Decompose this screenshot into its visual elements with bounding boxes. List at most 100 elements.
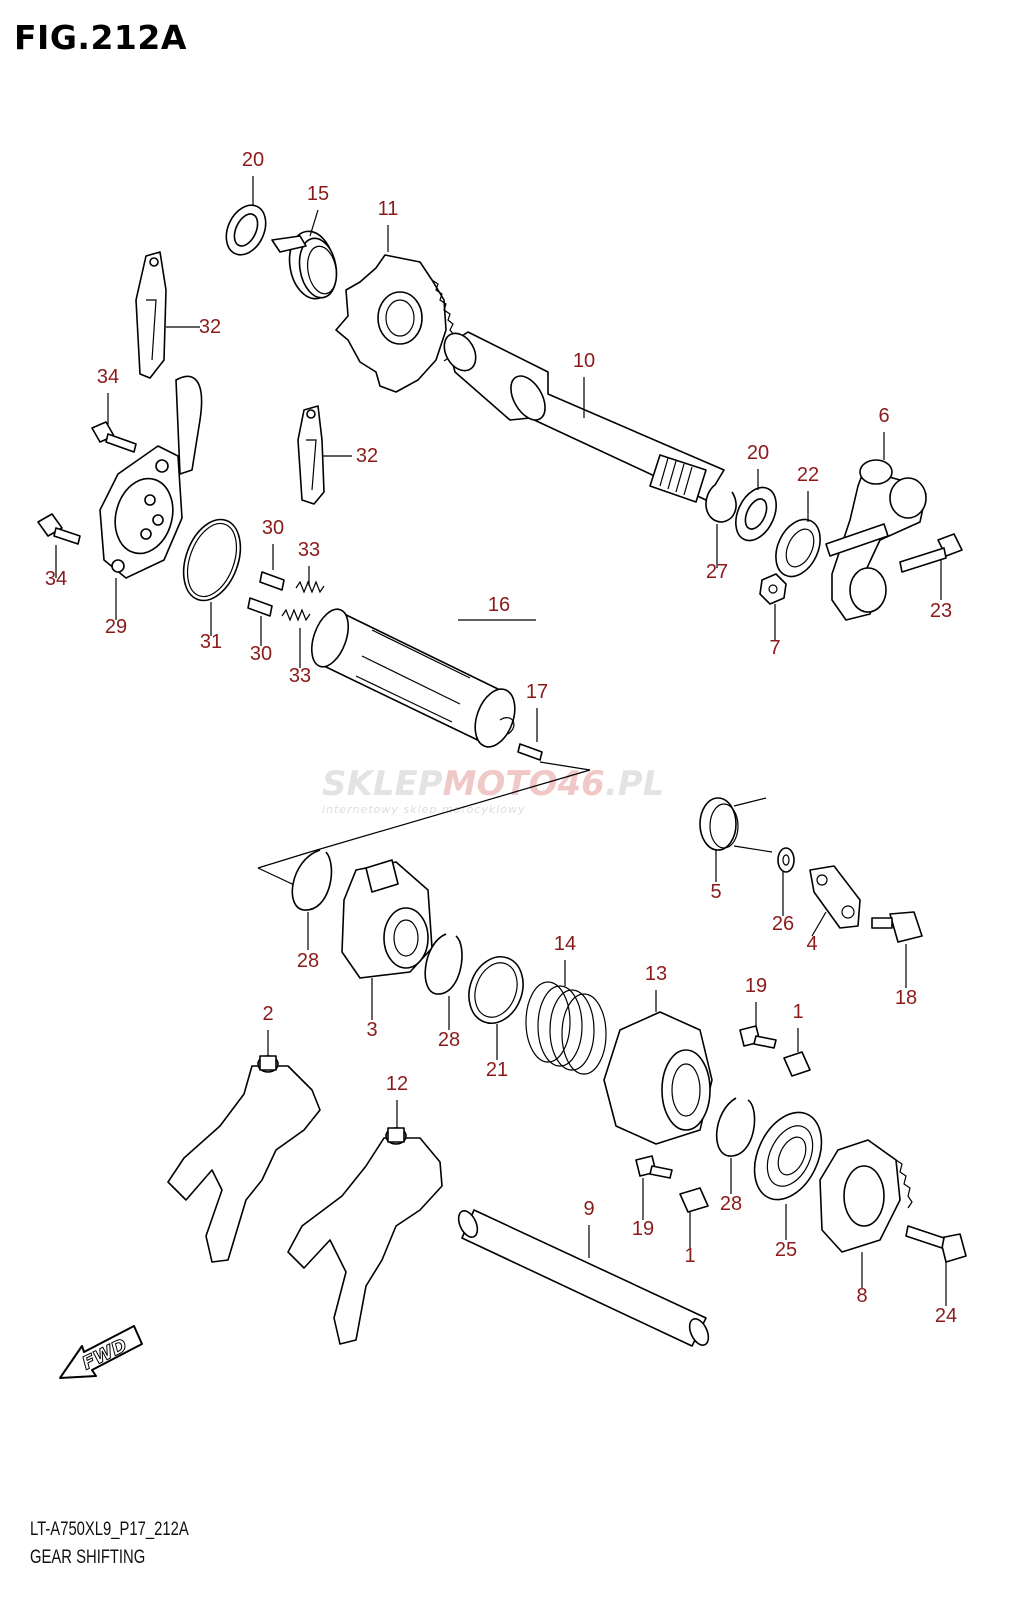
- callout-number: 2: [262, 1003, 273, 1025]
- callout-number: 15: [307, 183, 329, 205]
- callout-c17: 17: [526, 681, 548, 742]
- spring-part-33b: [281, 608, 311, 622]
- callout-c23: 23: [930, 560, 952, 622]
- stopper-arm-part-6: [825, 459, 927, 621]
- callout-number: 27: [706, 561, 728, 583]
- fork-shaft-part-9: [457, 1209, 710, 1347]
- callout-c25: 25: [775, 1204, 797, 1261]
- shift-fork-part-2: [167, 1055, 321, 1263]
- bolt-part-34a: [91, 421, 137, 453]
- circlip-part-27: [705, 483, 737, 523]
- svg-text:SKLEPMOTO46.PL: SKLEPMOTO46.PL: [322, 764, 664, 804]
- callout-c30a: 30: [262, 517, 284, 570]
- torsion-spring-part-5: [699, 797, 773, 853]
- callout-number: 32: [199, 316, 221, 338]
- callout-number: 34: [45, 568, 67, 590]
- callout-c33a: 33: [298, 539, 320, 586]
- callout-number: 26: [772, 913, 794, 935]
- washer-part-26: [777, 847, 795, 873]
- callout-c28a: 28: [297, 912, 319, 972]
- callout-c7: 7: [769, 604, 781, 659]
- shift-drum-part-13: [603, 1011, 713, 1145]
- callout-c20a: 20: [242, 149, 264, 205]
- callout-number: 32: [356, 445, 378, 467]
- callout-number: 8: [856, 1285, 867, 1307]
- callout-number: 4: [806, 933, 817, 955]
- washer-part-20: [225, 204, 267, 256]
- callout-number: 13: [645, 963, 667, 985]
- callout-c6: 6: [878, 405, 890, 460]
- callout-c19b: 19: [632, 1178, 654, 1240]
- callout-c14: 14: [554, 933, 576, 986]
- callout-number: 1: [684, 1245, 695, 1267]
- callout-number: 24: [935, 1305, 957, 1327]
- callout-c32b: 32: [322, 445, 378, 467]
- oil-seal-part-22: [775, 518, 821, 578]
- cam-gear-part-8: [819, 1139, 913, 1253]
- callout-number: 28: [297, 950, 319, 972]
- callout-c9: 9: [583, 1198, 595, 1258]
- spring-part-33a: [295, 580, 325, 594]
- circlip-part-28c: [715, 1097, 756, 1157]
- shift-cam-part-16: [310, 608, 516, 748]
- bolt-part-23: [899, 533, 963, 573]
- svg-text:internetowy sklep motocyklowy: internetowy sklep motocyklowy: [322, 803, 526, 816]
- callout-number: 11: [378, 198, 399, 220]
- section-name: GEAR SHIFTING: [30, 1547, 146, 1568]
- callout-c26: 26: [772, 872, 794, 935]
- callout-number: 34: [97, 366, 119, 388]
- callout-number: 29: [105, 616, 127, 638]
- lock-plate-part-1a: [783, 1051, 811, 1077]
- callout-number: 25: [775, 1239, 797, 1261]
- pin-part-17: [517, 743, 543, 761]
- callout-c20b: 20: [747, 442, 769, 490]
- callout-number: 20: [747, 442, 769, 464]
- callout-leader-line: [811, 911, 827, 937]
- callout-number: 31: [200, 631, 222, 653]
- callout-layer: 2015113210343262022343033272329313016733…: [45, 149, 957, 1327]
- o-ring-part-31: [182, 518, 242, 602]
- figure-title: FIG.212A: [14, 18, 187, 57]
- gear-position-sensor-part-29: [99, 375, 203, 579]
- shift-shaft-part-10: [443, 331, 725, 503]
- callout-c15: 15: [307, 183, 329, 237]
- callout-c1a: 1: [792, 1001, 804, 1052]
- callout-number: 22: [797, 464, 819, 486]
- callout-number: 28: [438, 1029, 460, 1051]
- callout-number: 21: [486, 1059, 508, 1081]
- callout-number: 17: [526, 681, 548, 703]
- callout-number: 28: [720, 1193, 742, 1215]
- callout-number: 20: [242, 149, 264, 171]
- nut-part-7: [759, 573, 787, 605]
- callout-number: 18: [895, 987, 917, 1009]
- callout-number: 14: [554, 933, 576, 955]
- callout-c30b: 30: [250, 616, 272, 665]
- callout-number: 3: [366, 1019, 377, 1041]
- callout-number: 23: [930, 600, 952, 622]
- callout-number: 33: [298, 539, 320, 561]
- washer-part-20b: [735, 486, 777, 542]
- callout-c10: 10: [573, 350, 595, 418]
- cable-clip-part-32a: [135, 251, 167, 379]
- bolt-part-24: [905, 1225, 967, 1263]
- callout-number: 30: [262, 517, 284, 539]
- callout-c1b: 1: [684, 1212, 696, 1267]
- callout-c34a: 34: [97, 366, 119, 425]
- callout-leader-line: [309, 209, 319, 237]
- callout-c29: 29: [105, 578, 127, 638]
- lock-plate-part-1b: [679, 1187, 709, 1213]
- circlip-part-28b: [424, 933, 463, 995]
- callout-c21: 21: [486, 1024, 508, 1081]
- callout-c31: 31: [200, 602, 222, 653]
- cam-driven-gear-part-3: [341, 859, 433, 979]
- callout-c3: 3: [366, 978, 378, 1041]
- callout-c28b: 28: [438, 996, 460, 1051]
- bearing-part-25: [753, 1111, 823, 1201]
- shift-fork-part-12: [287, 1127, 443, 1345]
- model-code: LT-A750XL9_P17_212A: [30, 1519, 189, 1540]
- callout-number: 5: [710, 881, 721, 903]
- stopper-plate-part-4: [809, 865, 861, 929]
- return-spring-part-15: [271, 230, 338, 300]
- compression-spring-part-14: [525, 981, 607, 1075]
